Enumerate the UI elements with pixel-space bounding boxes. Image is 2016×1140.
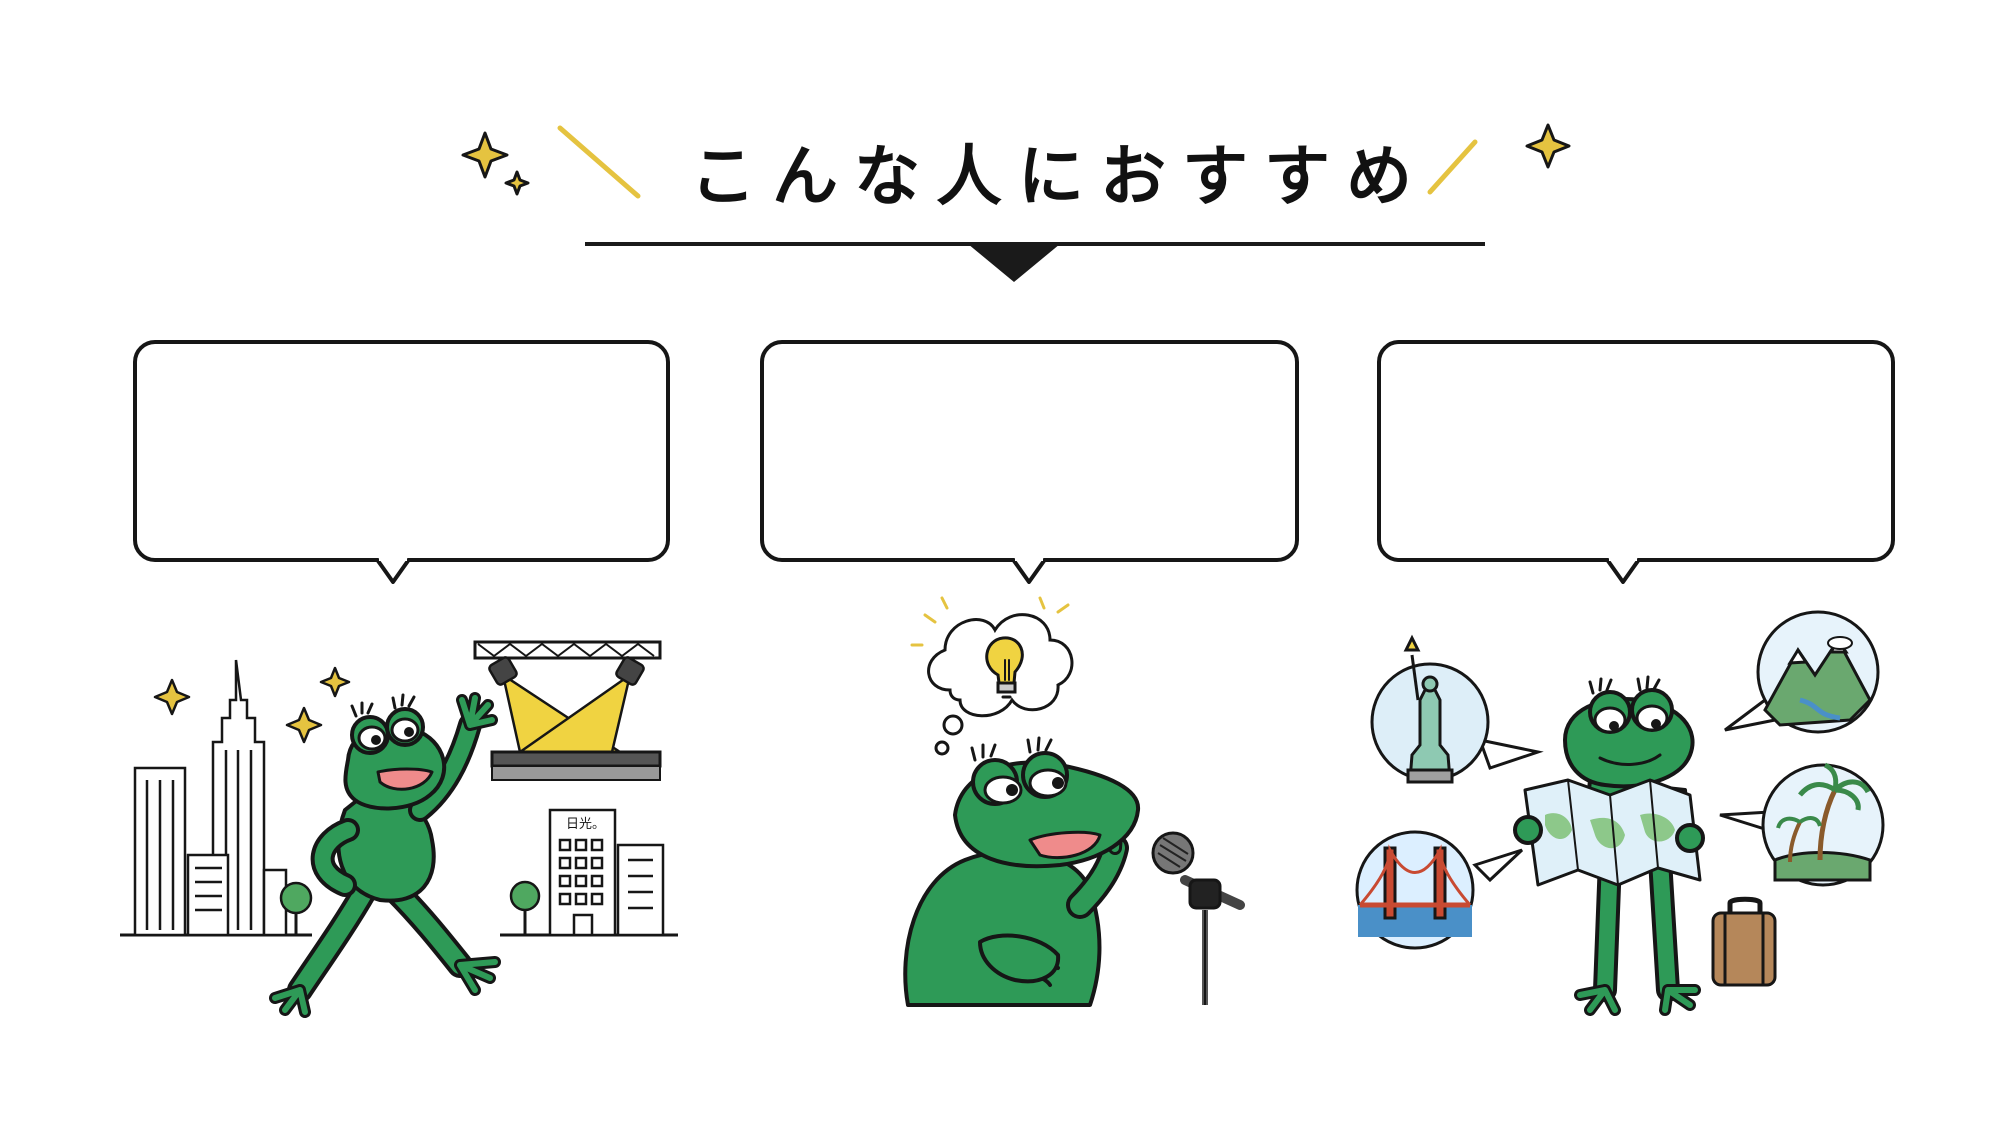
sparkle-icon xyxy=(461,131,530,196)
sparkle-icon xyxy=(1525,123,1571,169)
golden-gate-bridge-icon xyxy=(1355,830,1524,950)
speech-bubble-tail xyxy=(1606,558,1640,584)
building-sign: 日光。 xyxy=(566,817,605,832)
skyscraper-icon xyxy=(133,659,288,937)
frog-with-map xyxy=(1513,675,1705,1016)
suitcase-icon xyxy=(1711,896,1777,987)
palm-tree-icon xyxy=(1719,762,1885,887)
page-title: こんな人におすすめ xyxy=(690,138,1428,215)
speech-bubble-tail xyxy=(376,558,410,584)
right-scene xyxy=(1355,610,1885,1016)
mountain-icon xyxy=(1724,610,1880,734)
header-slash-left xyxy=(557,125,641,199)
frog-dancing xyxy=(269,692,501,1018)
header-slash-right xyxy=(1427,139,1478,195)
light-bulb-icon xyxy=(910,596,1070,699)
microphone-icon xyxy=(1151,831,1245,1005)
sparkle-icon xyxy=(153,666,351,744)
tree-icon xyxy=(509,880,541,935)
left-scene: 日光。 xyxy=(120,640,678,1018)
tree-icon xyxy=(279,881,313,935)
header-pointer xyxy=(968,244,1060,282)
speech-bubble-left xyxy=(133,340,670,562)
frog-thinking xyxy=(903,736,1141,1007)
statue-of-liberty-icon xyxy=(1370,634,1544,784)
office-building-icon: 日光。 xyxy=(548,808,665,937)
spotlight-stage-icon xyxy=(473,640,662,781)
center-scene xyxy=(903,596,1245,1007)
speech-bubble-tail xyxy=(1012,558,1046,584)
